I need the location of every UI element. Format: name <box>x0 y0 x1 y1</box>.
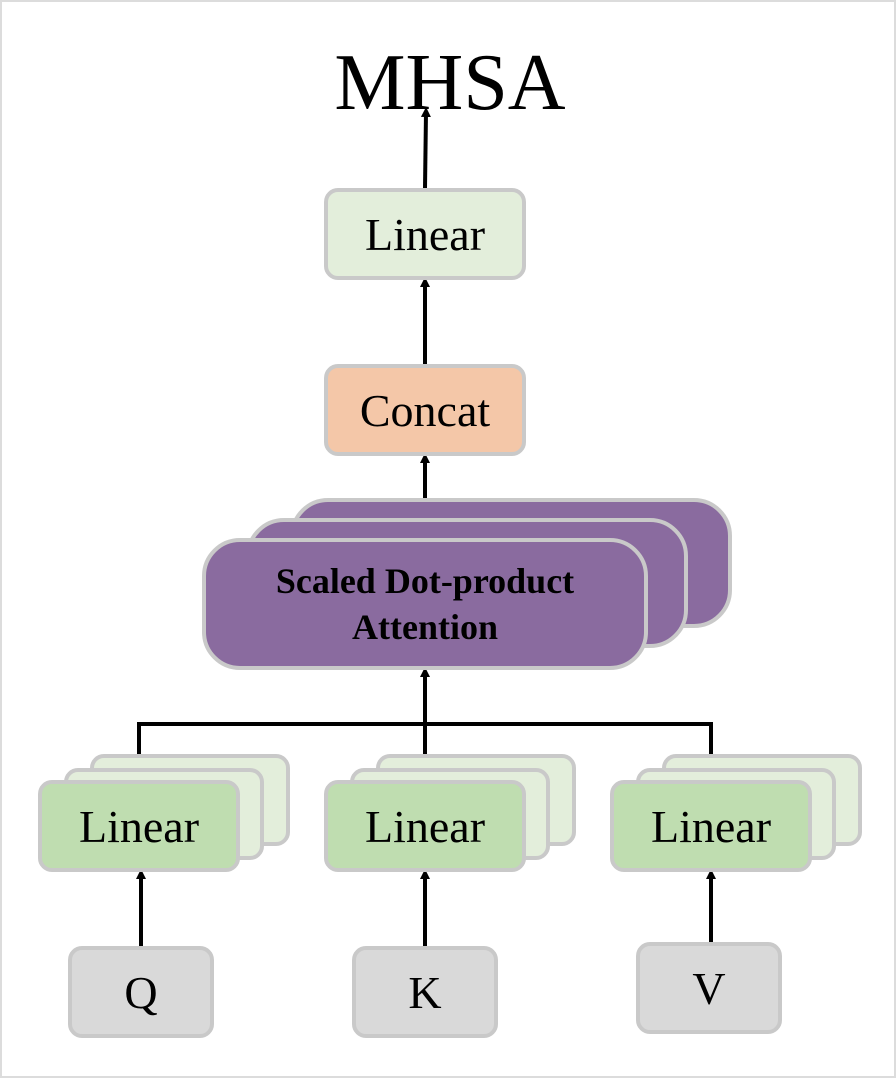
attention-label-line1: Scaled Dot-product <box>275 561 575 601</box>
input-k: K <box>352 946 498 1038</box>
concat-block: Concat <box>324 364 526 456</box>
attention-block: Scaled Dot-product Attention <box>202 538 648 670</box>
diagram-title: MHSA <box>334 39 566 127</box>
input-q: Q <box>68 946 214 1038</box>
arrow-linear-to-output <box>420 107 431 189</box>
linear-q-block: Linear <box>38 780 240 872</box>
output-linear-block: Linear <box>324 188 526 280</box>
input-v: V <box>636 942 782 1034</box>
linear-k-block: Linear <box>324 780 526 872</box>
linear-v-block: Linear <box>610 780 812 872</box>
attention-label-line2: Attention <box>352 607 498 647</box>
